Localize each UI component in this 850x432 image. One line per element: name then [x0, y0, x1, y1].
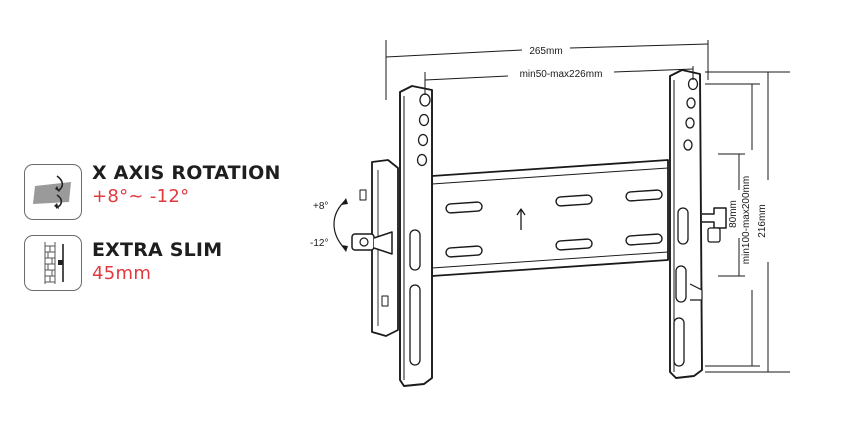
dim-overall-width: 265mm	[529, 46, 562, 57]
feature-value: +8°~ -12°	[92, 186, 190, 207]
feature-value: 45mm	[92, 263, 152, 284]
tilt-indicator	[333, 198, 348, 252]
dim-inner-height: 80mm	[728, 200, 739, 228]
crossbar	[431, 159, 669, 277]
feature-slim: EXTRA SLIM 45mm	[24, 235, 222, 291]
right-arm	[669, 69, 727, 379]
dim-vertical-range: min100-max200mm	[741, 176, 752, 264]
rotation-icon	[24, 164, 82, 220]
feature-title: X AXIS ROTATION	[92, 162, 281, 184]
dimension-lines	[385, 40, 790, 373]
tilt-down-label: -12°	[310, 238, 328, 249]
feature-title: EXTRA SLIM	[92, 239, 223, 261]
slim-wall-icon	[24, 235, 82, 291]
tilt-up-label: +8°	[313, 201, 328, 212]
dim-hole-spacing: min50-max226mm	[520, 69, 603, 80]
dim-overall-height: 216mm	[757, 204, 768, 237]
feature-rotation: X AXIS ROTATION +8°~ -12°	[24, 164, 281, 220]
left-arm	[351, 85, 433, 387]
